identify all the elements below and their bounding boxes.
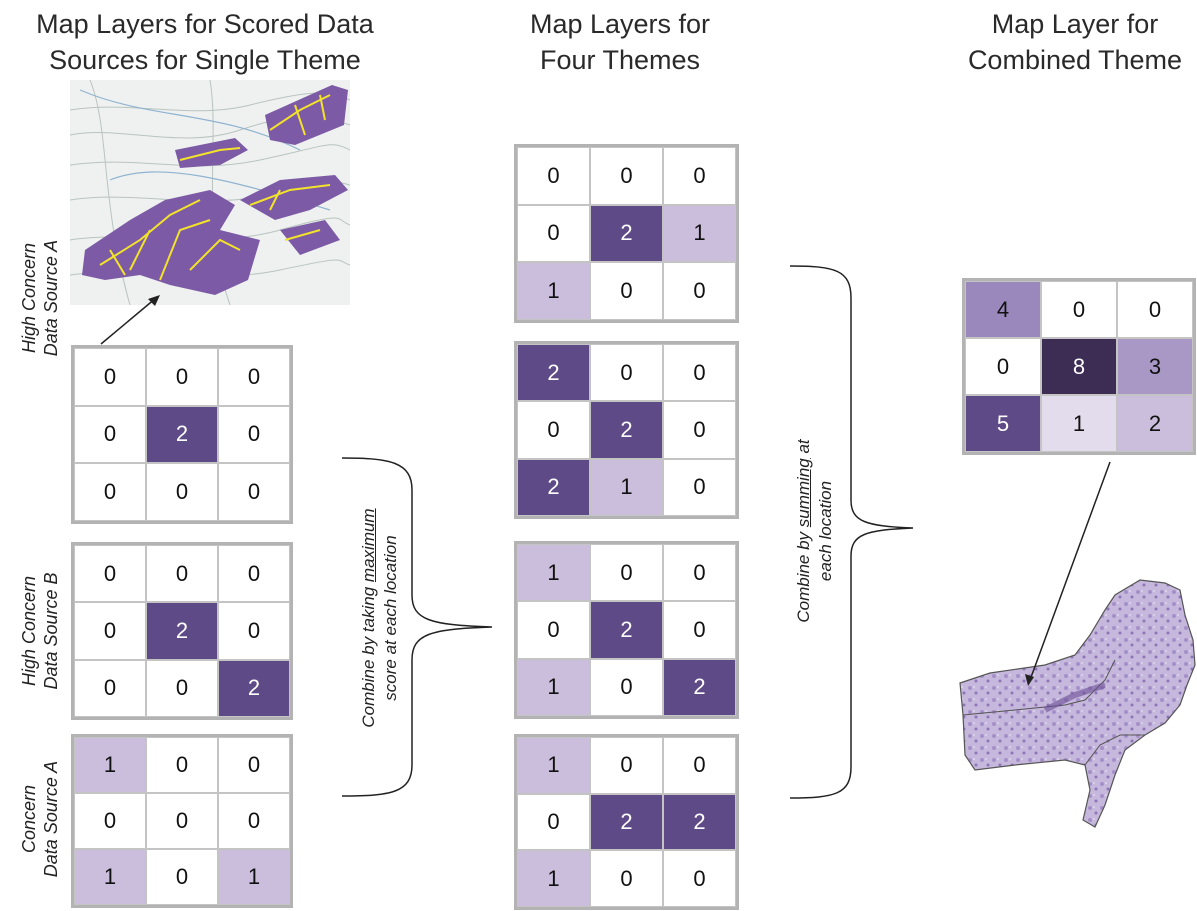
topographic-map-image	[70, 80, 350, 305]
grid-cell: 0	[218, 545, 290, 603]
grid-cell: 1	[517, 262, 590, 320]
heading-single-theme: Map Layers for Scored Data Sources for S…	[20, 6, 390, 78]
brace-maximum	[341, 457, 493, 797]
grid-cell: 4	[965, 281, 1041, 338]
heading-four-themes: Map Layers for Four Themes	[505, 6, 735, 78]
grid-cell: 0	[146, 849, 218, 905]
grid-cell: 0	[1117, 281, 1193, 338]
grid-cell: 0	[663, 458, 736, 516]
grid-cell: 0	[218, 793, 290, 849]
grid-cell: 0	[663, 401, 736, 459]
grid-cell: 0	[74, 405, 146, 464]
heading-four-themes-line2: Four Themes	[539, 45, 701, 75]
grid-cell: 2	[590, 601, 663, 659]
arrow-combined-to-region	[1025, 461, 1111, 686]
grid-cell: 0	[663, 601, 736, 659]
grid-cell: 2	[146, 405, 218, 464]
grid-cell: 0	[74, 463, 146, 521]
grid-cell: 1	[74, 849, 146, 905]
grid-cell: 0	[218, 463, 290, 521]
grid-cell: 0	[965, 338, 1041, 395]
grid-cell: 0	[146, 737, 218, 793]
grid-cell: 0	[590, 737, 663, 794]
grid-cell: 2	[663, 658, 736, 716]
grid-cell: 2	[590, 793, 663, 851]
grid-cell: 1	[517, 658, 590, 716]
arrow-source-to-map	[100, 295, 160, 345]
grid-cell: 2	[590, 401, 663, 459]
grid-cell: 0	[74, 545, 146, 603]
grid-cell: 2	[1117, 395, 1193, 452]
grid-cell: 5	[965, 395, 1041, 452]
grid-cell: 2	[517, 344, 590, 402]
grid-cell: 0	[146, 348, 218, 406]
grid-cell: 0	[218, 405, 290, 464]
grid-cell: 0	[590, 658, 663, 716]
grid-cell: 1	[74, 737, 146, 793]
grid-cell: 1	[1041, 395, 1117, 452]
grid-cell: 3	[1117, 338, 1193, 395]
grid-cell: 0	[74, 659, 146, 717]
grid-cell: 2	[218, 659, 290, 717]
grid-cell: 0	[146, 463, 218, 521]
grid-cell: 0	[590, 344, 663, 402]
grid-cell: 1	[517, 850, 590, 907]
grid-cell: 0	[517, 793, 590, 851]
grid-cell: 0	[74, 348, 146, 406]
grid-cell: 0	[590, 850, 663, 907]
grid-cell: 0	[146, 659, 218, 717]
grid-cell: 0	[590, 262, 663, 320]
grid-cell: 1	[517, 737, 590, 794]
region-map-image	[959, 579, 1196, 828]
heading-combined-theme-line2: Combined Theme	[967, 45, 1183, 75]
grid-cell: 0	[663, 850, 736, 907]
grid-cell: 0	[590, 544, 663, 602]
grid-cell: 0	[1041, 281, 1117, 338]
grid-cell: 0	[218, 348, 290, 406]
grid-cell: 2	[517, 458, 590, 516]
grid-cell: 0	[517, 147, 590, 205]
grid-cell: 0	[146, 793, 218, 849]
grid-cell: 0	[517, 204, 590, 263]
grid-cell: 0	[663, 344, 736, 402]
heading-combined-theme: Map Layer for Combined Theme	[955, 6, 1195, 78]
grid-cell: 0	[663, 544, 736, 602]
grid-cell: 0	[590, 147, 663, 205]
grid-cell: 0	[663, 262, 736, 320]
grid-cell: 0	[663, 737, 736, 794]
grid-cell: 0	[74, 602, 146, 660]
grid-cell: 2	[590, 204, 663, 263]
grid-cell: 1	[663, 204, 736, 263]
heading-four-themes-line1: Map Layers for	[529, 9, 711, 39]
grid-cell: 0	[218, 737, 290, 793]
grid-cell: 8	[1041, 338, 1117, 395]
grid-cell: 1	[517, 544, 590, 602]
heading-single-theme-line1: Map Layers for Scored Data	[36, 9, 374, 39]
grid-cell: 2	[663, 793, 736, 851]
grid-cell: 0	[517, 401, 590, 459]
heading-combined-theme-line1: Map Layer for	[991, 9, 1159, 39]
grid-cell: 0	[663, 147, 736, 205]
grid-cell: 0	[74, 793, 146, 849]
grid-cell: 0	[517, 601, 590, 659]
grid-cell: 0	[218, 602, 290, 660]
grid-cell: 1	[218, 849, 290, 905]
grid-cell: 1	[590, 458, 663, 516]
brace-summing	[789, 265, 914, 799]
grid-cell: 0	[146, 545, 218, 603]
grid-cell: 2	[146, 602, 218, 660]
heading-single-theme-line2: Sources for Single Theme	[49, 45, 361, 75]
